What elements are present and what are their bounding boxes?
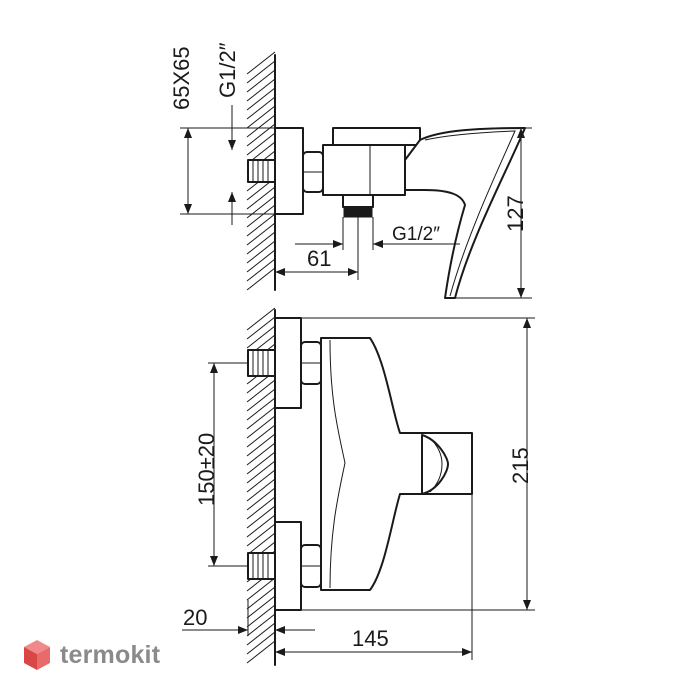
hatch-line bbox=[246, 622, 276, 646]
hatch-line bbox=[246, 523, 276, 547]
dim-inlet-thread: G1/2″ bbox=[215, 42, 240, 98]
hatch-line bbox=[246, 595, 276, 619]
hatch-line bbox=[246, 640, 276, 664]
hatch-line bbox=[246, 186, 276, 210]
brand-logo: termokit bbox=[22, 638, 160, 672]
hatch-line bbox=[246, 105, 276, 129]
dim-projection: 145 bbox=[352, 626, 389, 651]
hatch-line bbox=[246, 505, 276, 529]
hatch-line bbox=[246, 69, 276, 93]
brand-name: termokit bbox=[60, 640, 161, 669]
hatch-line bbox=[246, 51, 276, 75]
hatch-line bbox=[246, 631, 276, 655]
dim-overall-width: 215 bbox=[508, 447, 533, 484]
hatch-line bbox=[246, 577, 276, 601]
hatch-line bbox=[246, 460, 276, 484]
hatch-line bbox=[246, 487, 276, 511]
cube-logo-icon bbox=[24, 640, 50, 670]
threaded-pipe-upper bbox=[247, 349, 276, 377]
hatch-line bbox=[246, 451, 276, 475]
outlet-coupling bbox=[342, 194, 374, 208]
hatch-line bbox=[246, 586, 276, 610]
lever-handle-front bbox=[421, 434, 449, 495]
hatch-line bbox=[246, 613, 276, 637]
hatch-line bbox=[246, 478, 276, 502]
hatch-line bbox=[246, 316, 276, 340]
hatch-line bbox=[246, 222, 276, 246]
hatch-line bbox=[246, 258, 276, 282]
wall-flange-upper bbox=[274, 317, 302, 409]
hatch-line bbox=[246, 442, 276, 466]
hatch-line bbox=[246, 325, 276, 349]
dim-wall-gap: 20 bbox=[183, 605, 207, 630]
threaded-pipe-top bbox=[247, 159, 276, 183]
hatch-line bbox=[246, 87, 276, 111]
mixer-cap-side bbox=[332, 127, 421, 146]
dim-wall-offset: 61 bbox=[307, 246, 331, 271]
front-view: 150±20 215 20 145 bbox=[182, 307, 535, 666]
hatch-line bbox=[246, 397, 276, 421]
hatch-line bbox=[246, 406, 276, 430]
hatch-line bbox=[246, 231, 276, 255]
hatch-line bbox=[246, 240, 276, 264]
hatch-line bbox=[246, 195, 276, 219]
hatch-line bbox=[246, 532, 276, 556]
hatch-line bbox=[246, 379, 276, 403]
hatch-line bbox=[246, 604, 276, 628]
hatch-line bbox=[246, 424, 276, 448]
hatch-line bbox=[246, 204, 276, 228]
wall-hatch-bottom bbox=[246, 307, 276, 664]
hatch-line bbox=[246, 307, 276, 331]
dim-outlet-thread: G1/2″ bbox=[392, 224, 440, 245]
hatch-line bbox=[246, 433, 276, 457]
hatch-line bbox=[246, 514, 276, 538]
wall-flange-top bbox=[274, 127, 304, 215]
hatch-line bbox=[246, 388, 276, 412]
hatch-line bbox=[246, 96, 276, 120]
side-view: 65X65 G1/2″ G1/2″ 61 127 bbox=[169, 42, 532, 299]
dim-flange-size: 65X65 bbox=[169, 46, 194, 110]
hatch-line bbox=[246, 78, 276, 102]
hatch-line bbox=[246, 469, 276, 493]
hatch-line bbox=[246, 415, 276, 439]
mixer-body-side bbox=[322, 144, 406, 196]
hatch-line bbox=[246, 267, 276, 291]
threaded-pipe-lower bbox=[247, 552, 276, 580]
pipe-thread-marks-top bbox=[252, 160, 269, 182]
hatch-line bbox=[246, 123, 276, 147]
dim-inlet-spacing: 150±20 bbox=[194, 433, 219, 506]
hatch-line bbox=[246, 60, 276, 84]
hatch-line bbox=[246, 132, 276, 156]
outlet-thread bbox=[343, 206, 373, 218]
hatch-line bbox=[246, 496, 276, 520]
hatch-line bbox=[246, 114, 276, 138]
lever-handle-side bbox=[404, 127, 526, 299]
wall-flange-lower bbox=[274, 521, 302, 611]
mixer-body-front bbox=[320, 337, 473, 591]
dim-height: 127 bbox=[503, 195, 528, 232]
hatch-line bbox=[246, 213, 276, 237]
hatch-line bbox=[246, 249, 276, 273]
